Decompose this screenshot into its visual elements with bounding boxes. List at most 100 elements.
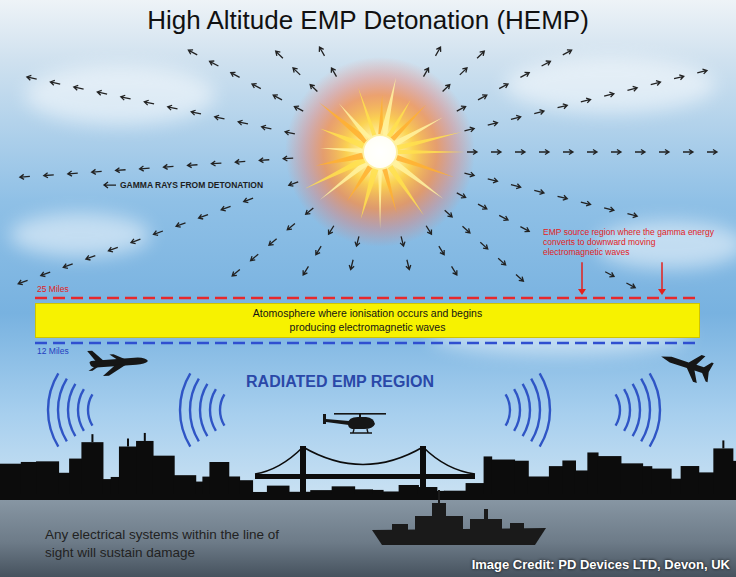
gamma-ray-arrow (144, 99, 155, 106)
emp-wave (531, 379, 540, 442)
gamma-ray-arrow (498, 82, 509, 91)
explosion-spike (382, 169, 396, 213)
gamma-ray-arrow (519, 224, 530, 233)
callout-arrow (581, 262, 583, 290)
gamma-ray-arrow (477, 202, 488, 211)
gamma-ray-arrow (187, 48, 198, 57)
gamma-ray-arrow (461, 224, 472, 234)
source-region-note: EMP source region where the gamma energy… (543, 228, 715, 257)
gamma-ray-arrow (424, 224, 434, 235)
gamma-ray-arrow (467, 150, 477, 155)
gamma-ray-arrow (261, 124, 272, 131)
band-text: Atomosphere where ionisation occurs and … (237, 307, 499, 333)
ionisation-band: Atomosphere where ionisation occurs and … (35, 303, 700, 338)
gamma-ray-arrow (562, 48, 573, 57)
explosion-spike (320, 161, 368, 200)
explosion-spike (397, 132, 462, 150)
gamma-ray-arrow (208, 59, 219, 68)
cloud (25, 65, 215, 125)
gamma-ray-arrow (604, 91, 615, 98)
helicopter-tail (326, 419, 349, 425)
altitude-lines (35, 298, 700, 343)
airliner-wing (102, 363, 127, 376)
gamma-ray-arrow (288, 179, 299, 187)
gamma-ray-arrow (441, 83, 452, 94)
gamma-ray-arrow (449, 265, 459, 276)
building (153, 456, 175, 500)
bridge-tower (300, 446, 306, 500)
gamma-ray-arrow (304, 206, 315, 216)
gamma-ray-arrow (44, 172, 54, 178)
gamma-ray-arrow (443, 208, 454, 218)
cloud (505, 57, 715, 113)
gamma-ray-arrow (487, 176, 498, 183)
gamma-ray-arrow (187, 162, 197, 168)
building-spire (144, 433, 146, 441)
gamma-ray-arrow (308, 83, 319, 94)
gamma-ray-arrow (198, 212, 209, 220)
emp-wave (641, 379, 650, 442)
emp-wave (523, 384, 530, 436)
emp-wave (506, 394, 510, 425)
clouds (10, 57, 736, 355)
gamma-ray-arrow (167, 104, 178, 111)
gamma-ray-arrow (540, 59, 551, 68)
gamma-ray-arrow (175, 220, 186, 228)
gamma-ray-arrow (214, 114, 225, 121)
building (81, 442, 103, 500)
gamma-ray-arrow (627, 211, 638, 218)
gamma-ray-arrow (26, 75, 37, 82)
gamma-ray-arrow (534, 188, 545, 195)
gamma-ray-arrow (475, 49, 486, 60)
airliner-symbol (87, 347, 149, 377)
gamma-ray-arrow (563, 150, 573, 155)
gamma-ray-arrow (456, 191, 467, 200)
gamma-ray-arrow (587, 150, 597, 155)
gamma-ray-arrow (404, 259, 411, 270)
building (587, 452, 598, 500)
gamma-ray-arrow (498, 213, 509, 222)
explosion-spike (388, 165, 424, 215)
emp-wave (210, 389, 216, 431)
altitude-line-25 (35, 297, 700, 300)
emp-wave (200, 384, 207, 436)
building-spire (127, 439, 129, 447)
gamma-ray-arrow (539, 150, 549, 155)
emp-wave (650, 373, 660, 446)
bridge-tower (420, 446, 426, 500)
emp-wave (58, 379, 67, 442)
gamma-ray-arrow (456, 104, 467, 113)
gamma-ray-arrow (635, 150, 645, 155)
gamma-ray-arrow (399, 236, 406, 247)
emp-wave (540, 373, 550, 446)
gamma-ray-arrow (580, 97, 591, 104)
sky (0, 0, 736, 505)
airliner-tail (88, 365, 100, 371)
gamma-ray-arrow (211, 161, 221, 167)
ship-bridge (432, 503, 446, 517)
gamma-ray-arrow (153, 229, 164, 237)
gamma-ray-arrow (510, 182, 521, 189)
gamma-ray-arrow (519, 70, 530, 79)
gamma-ray-arrow (163, 164, 173, 170)
ship-funnel (484, 509, 488, 520)
gamma-ray-arrow (464, 171, 475, 178)
explosion-spike (378, 170, 382, 229)
fighter-jet-body (657, 343, 715, 386)
emp-wave (633, 384, 640, 436)
gamma-ray-arrow (433, 46, 442, 57)
gamma-ray-arrow (510, 114, 521, 121)
gamma-ray-arrow (230, 70, 241, 79)
emp-wave (220, 394, 224, 425)
emp-wave (78, 389, 84, 431)
gamma-ray-arrow (68, 171, 78, 177)
altitude-label: 12 Miles (37, 346, 69, 356)
emp-wave (68, 384, 75, 436)
gamma-ray-arrow (458, 66, 469, 77)
gamma-ray-arrow (604, 270, 615, 279)
gamma-ray-arrow (477, 93, 488, 102)
helicopter-skids (350, 429, 372, 433)
building (136, 441, 153, 500)
